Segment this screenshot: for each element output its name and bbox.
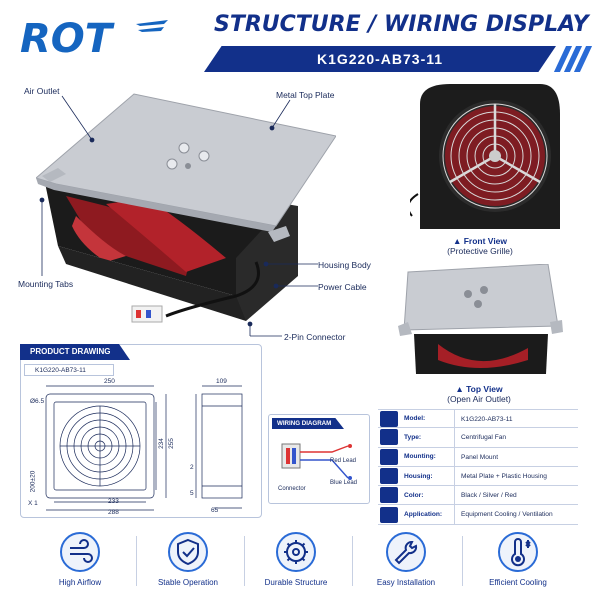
spec-row-housing: Housing: Metal Plate + Plastic Housing [378, 466, 578, 487]
fan-main-render [34, 86, 337, 336]
callout-housing-body: Housing Body [318, 260, 371, 270]
dim-288: 288 [108, 509, 119, 516]
wiring-diagram-panel [268, 414, 370, 504]
spec-row-model: Model: K1G220-AB73-11 [378, 409, 578, 429]
spec-value: Panel Mount [454, 447, 578, 466]
callout-metal-top-plate: Metal Top Plate [276, 90, 335, 100]
callout-air-outlet: Air Outlet [24, 86, 60, 96]
spec-key: Mounting: [404, 453, 436, 461]
spec-value: Equipment Cooling / Ventilation [454, 505, 578, 524]
spec-key: Housing: [404, 472, 433, 480]
mount-icon [380, 448, 398, 465]
top-view-render [398, 263, 563, 379]
feature-durable-structure: Durable Structure [246, 532, 346, 588]
wind-icon [60, 532, 100, 572]
spec-key: Color: [404, 491, 424, 499]
wiring-diagram-svg [281, 443, 352, 480]
spec-row-type: Type: Centrifugal Fan [378, 428, 578, 448]
feature-divider [352, 536, 353, 586]
palette-icon [380, 487, 398, 504]
wiring-connector-label: Connector [278, 486, 306, 492]
shield-icon [380, 468, 398, 485]
callout-2pin-connector: 2-Pin Connector [284, 332, 346, 342]
spec-row-mounting: Mounting: Panel Mount [378, 447, 578, 467]
feature-label: Efficient Cooling [489, 578, 547, 587]
spec-value: Metal Plate + Plastic Housing [454, 466, 578, 486]
dim-x1: X 1 [28, 500, 38, 507]
decorative-stripes [553, 46, 593, 72]
tag-icon [380, 410, 398, 427]
page-title: STRUCTURE / WIRING DISPLAY [214, 12, 589, 37]
spec-row-color: Color: Black / Silver / Red [378, 486, 578, 506]
feature-efficient-cooling: Efficient Cooling [468, 532, 568, 588]
product-drawing-panel [20, 344, 262, 518]
top-view-caption: ▲ Top View (Open Air Outlet) [430, 384, 528, 404]
top-view-title: ▲ Top View [455, 384, 503, 394]
fan-icon [380, 429, 398, 446]
wiring-blue-label: Blue Lead [330, 480, 358, 486]
thermometer-icon [498, 532, 538, 572]
dim-65: 65 [211, 507, 219, 514]
dim-250: 250 [104, 378, 115, 385]
dim-200: 200±20 [29, 470, 37, 493]
shield-check-icon [168, 532, 208, 572]
logo-text: ROT [20, 16, 115, 60]
wiring-diagram-tab: WIRING DIAGRAM [272, 418, 344, 429]
feature-label: High Airflow [58, 578, 102, 587]
dim-109: 109 [216, 378, 227, 385]
gear-icon [276, 532, 316, 572]
feature-label: Durable Structure [264, 578, 328, 587]
top-view-subtitle: (Open Air Outlet) [447, 394, 511, 404]
spec-value: K1G220-AB73-11 [454, 410, 578, 428]
wrench-icon [386, 532, 426, 572]
product-drawing-svg [45, 385, 243, 511]
feature-stable-operation: Stable Operation [138, 532, 238, 588]
front-view-subtitle: (Protective Grille) [447, 246, 513, 256]
front-view-title: ▲ Front View [452, 236, 508, 246]
wiring-red-label: Red Lead [330, 458, 357, 464]
callout-power-cable: Power Cable [318, 282, 367, 292]
dim-2: 2 [190, 464, 194, 471]
front-view-render [407, 84, 560, 234]
callout-mounting-tabs: Mounting Tabs [18, 279, 74, 289]
spec-key: Type: [404, 433, 422, 441]
spec-table: Model: K1G220-AB73-11 Type: Centrifugal … [378, 409, 578, 525]
dim-hole-diameter: Ø6.5 [30, 398, 45, 405]
spec-key: Application: [404, 511, 443, 519]
dim-234: 234 [157, 438, 165, 449]
feature-label: Easy Installation [376, 578, 436, 587]
spec-value: Black / Silver / Red [454, 486, 578, 505]
product-drawing-tab: PRODUCT DRAWING [20, 344, 130, 360]
spec-value: Centrifugal Fan [454, 428, 578, 447]
dim-255: 255 [167, 438, 175, 449]
feature-divider [244, 536, 245, 586]
feature-divider [136, 536, 137, 586]
dim-233: 233 [108, 498, 119, 505]
model-banner: K1G220-AB73-11 [204, 46, 556, 72]
feature-easy-installation: Easy Installation [356, 532, 456, 588]
feature-divider [462, 536, 463, 586]
thermometer-icon [380, 506, 398, 523]
spec-row-application: Application: Equipment Cooling / Ventila… [378, 505, 578, 525]
feature-label: Stable Operation [157, 578, 219, 587]
brand-logo: ROT [18, 14, 168, 62]
front-view-caption: ▲ Front View (Protective Grille) [432, 236, 528, 256]
spec-key: Model: [404, 415, 426, 423]
product-drawing-model: K1G220-AB73-11 [24, 364, 114, 376]
feature-high-airflow: High Airflow [30, 532, 130, 588]
dim-5: 5 [190, 490, 194, 497]
